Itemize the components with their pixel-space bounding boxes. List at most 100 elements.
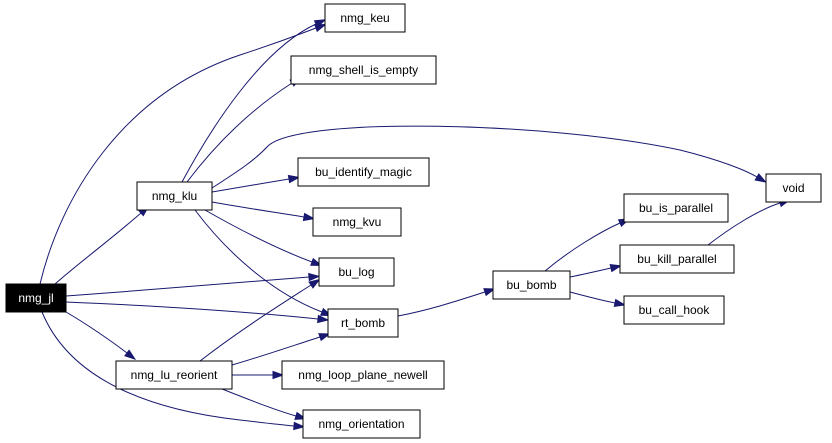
arrowhead [313,19,327,29]
edge-nmg_klu-to-void [211,125,767,189]
edge-nmg_jl-to-rt_bomb [65,301,330,324]
node-label: nmg_keu [340,11,389,25]
node-bu-identify-magic[interactable]: bu_identify_magic [297,157,430,187]
edge-line [54,212,142,285]
node-box [492,270,571,300]
edge-bu_bomb-to-bu_is_parallel [544,218,631,272]
node-nmg-lu-reorient[interactable]: nmg_lu_reorient [115,360,233,390]
edge-nmg_jl-to-nmg_klu [54,205,150,285]
edge-line [204,209,313,263]
node-label: bu_is_parallel [639,201,713,215]
edge-line [211,125,758,189]
nodes-layer: nmg_jlnmg_keunmg_shell_is_emptynmg_klubu… [5,3,822,439]
node-nmg-kvu[interactable]: nmg_kvu [312,207,402,237]
node-box [623,295,725,325]
edge-line [65,276,310,297]
edge-nmg_klu-to-nmg_kvu [211,201,316,222]
edge-line [569,291,616,304]
node-box [765,173,822,203]
node-label: nmg_klu [152,189,197,203]
edge-line [65,301,319,320]
edge-line [65,311,128,354]
edge-line [569,267,612,278]
edge-line [39,27,317,285]
node-label: bu_call_hook [639,303,711,317]
arrowhead [317,314,330,324]
node-box [115,360,233,390]
arrowhead [483,288,496,297]
edge-line [231,336,321,366]
edge-line [707,202,781,246]
node-label: void [782,181,804,195]
node-nmg-shell-is-empty[interactable]: nmg_shell_is_empty [290,55,437,85]
arrowhead [318,333,331,342]
edge-nmg_lu_reorient-to-nmg_loop_plane_newell [232,370,285,380]
node-label: nmg_kvu [333,215,382,229]
edge-nmg_klu-to-rt_bomb [194,209,333,317]
node-void[interactable]: void [765,173,822,203]
node-nmg-jl[interactable]: nmg_jl [5,283,67,313]
node-nmg-keu[interactable]: nmg_keu [324,3,406,33]
node-bu-is-parallel[interactable]: bu_is_parallel [623,193,729,223]
node-nmg-loop-plane-newell[interactable]: nmg_loop_plane_newell [281,360,445,390]
edge-line [181,23,317,183]
node-nmg-klu[interactable]: nmg_klu [136,181,213,211]
arrowhead [293,421,306,431]
node-box [619,244,735,274]
node-bu-bomb[interactable]: bu_bomb [492,270,571,300]
edge-nmg_jl-to-bu_log [65,272,321,297]
node-rt-bomb[interactable]: rt_bomb [327,308,399,338]
node-box [327,308,399,338]
node-bu-kill-parallel[interactable]: bu_kill_parallel [619,244,735,274]
node-box [324,3,406,33]
node-label: bu_identify_magic [315,165,412,179]
edge-line [221,388,297,417]
node-label: nmg_jl [18,291,53,305]
node-box [312,207,402,237]
edge-nmg_jl-to-nmg_orientation [41,311,306,431]
arrowhead [609,264,623,273]
edge-line [544,222,621,272]
arrowhead [613,298,627,307]
arrowhead [308,278,321,289]
node-box [281,360,445,390]
edge-nmg_lu_reorient-to-bu_log [199,278,321,362]
node-box [290,55,437,85]
edge-nmg_klu-to-nmg_keu [181,19,327,183]
edge-line [194,209,323,313]
edge-line [199,284,312,362]
node-box [136,181,213,211]
node-label: nmg_shell_is_empty [309,63,418,77]
arrowhead [124,349,137,361]
edge-line [186,82,293,183]
node-label: bu_kill_parallel [637,252,716,266]
node-nmg-orientation[interactable]: nmg_orientation [302,409,421,439]
node-bu-log[interactable]: bu_log [318,257,395,287]
node-box [318,257,395,287]
arrowhead [754,173,767,183]
edge-nmg_jl-to-nmg_lu_reorient [65,311,137,361]
node-label: rt_bomb [341,316,385,330]
arrowhead [302,212,316,222]
edge-nmg_jl-to-nmg_keu [39,23,327,285]
edge-line [41,311,295,427]
node-label: bu_log [338,265,374,279]
node-bu-call-hook[interactable]: bu_call_hook [623,295,725,325]
node-box [297,157,430,187]
edge-nmg_klu-to-bu_identify_magic [211,174,301,193]
node-box [5,283,67,313]
arrowhead [287,174,301,184]
arrowhead [308,272,321,282]
edge-line [211,201,305,218]
node-box [623,193,729,223]
node-box [302,409,421,439]
node-label: nmg_loop_plane_newell [298,368,427,382]
node-label: nmg_lu_reorient [131,368,218,382]
edge-nmg_lu_reorient-to-rt_bomb [231,333,331,366]
edge-nmg_lu_reorient-to-nmg_orientation [221,388,308,420]
edge-rt_bomb-to-bu_bomb [397,288,496,317]
edge-line [397,291,486,317]
node-label: nmg_orientation [318,417,404,431]
node-label: bu_bomb [506,278,556,292]
